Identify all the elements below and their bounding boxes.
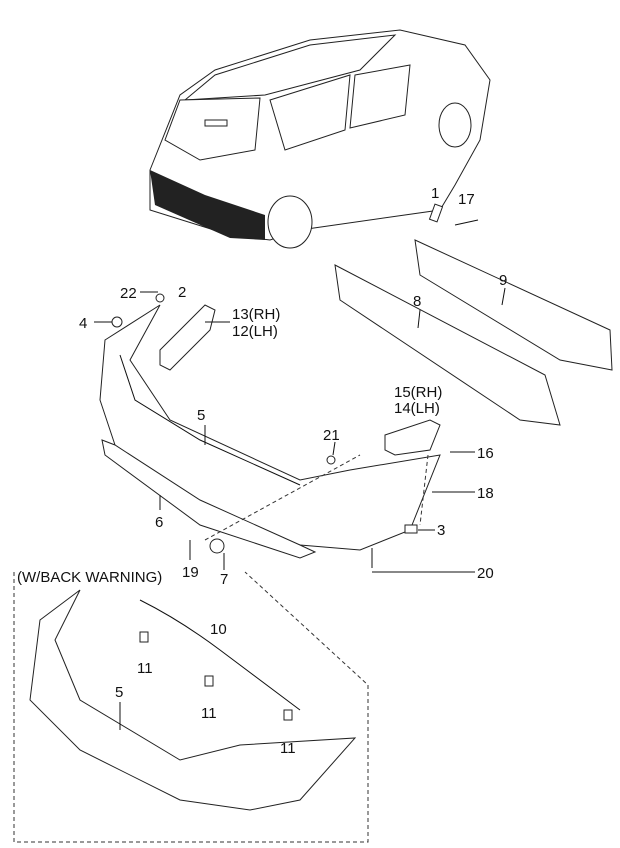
label-19: 19: [182, 564, 199, 581]
label-18: 18: [477, 485, 494, 502]
label-9: 9: [499, 272, 507, 289]
label-5-inset: 5: [115, 684, 123, 701]
part-labels: 1 17 9 8 22 2 4 13(RH) 12(LH) 5 15(RH) 1…: [17, 185, 507, 757]
label-4: 4: [79, 315, 87, 332]
energy-absorber: [334, 264, 561, 426]
vehicle-illustration: [149, 29, 491, 249]
label-10: 10: [210, 621, 227, 638]
label-11: 11: [137, 660, 153, 677]
rear-beam: [414, 239, 613, 371]
leader-lines: [94, 287, 506, 573]
bumper-cover: [99, 304, 441, 551]
label-21: 21: [323, 427, 340, 444]
label-22: 22: [120, 285, 137, 302]
label-2: 2: [178, 284, 186, 301]
inset-title: (W/BACK WARNING): [17, 569, 162, 586]
label-16: 16: [477, 445, 494, 462]
label-7: 7: [220, 571, 228, 588]
label-6: 6: [155, 514, 163, 531]
label-1: 1: [431, 185, 439, 202]
label-20: 20: [477, 565, 494, 582]
label-14-lh: 14(LH): [394, 400, 440, 417]
lower-garnish: [101, 439, 317, 559]
label-15-rh: 15(RH): [394, 384, 442, 401]
label-17: 17: [458, 191, 475, 208]
label-11: 11: [201, 705, 217, 722]
label-11: 11: [280, 740, 296, 757]
label-5: 5: [197, 407, 205, 424]
label-13-rh: 13(RH): [232, 306, 280, 323]
label-3: 3: [437, 522, 445, 539]
back-warning-inset: [13, 571, 369, 843]
label-8: 8: [413, 293, 421, 310]
label-12-lh: 12(LH): [232, 323, 278, 340]
